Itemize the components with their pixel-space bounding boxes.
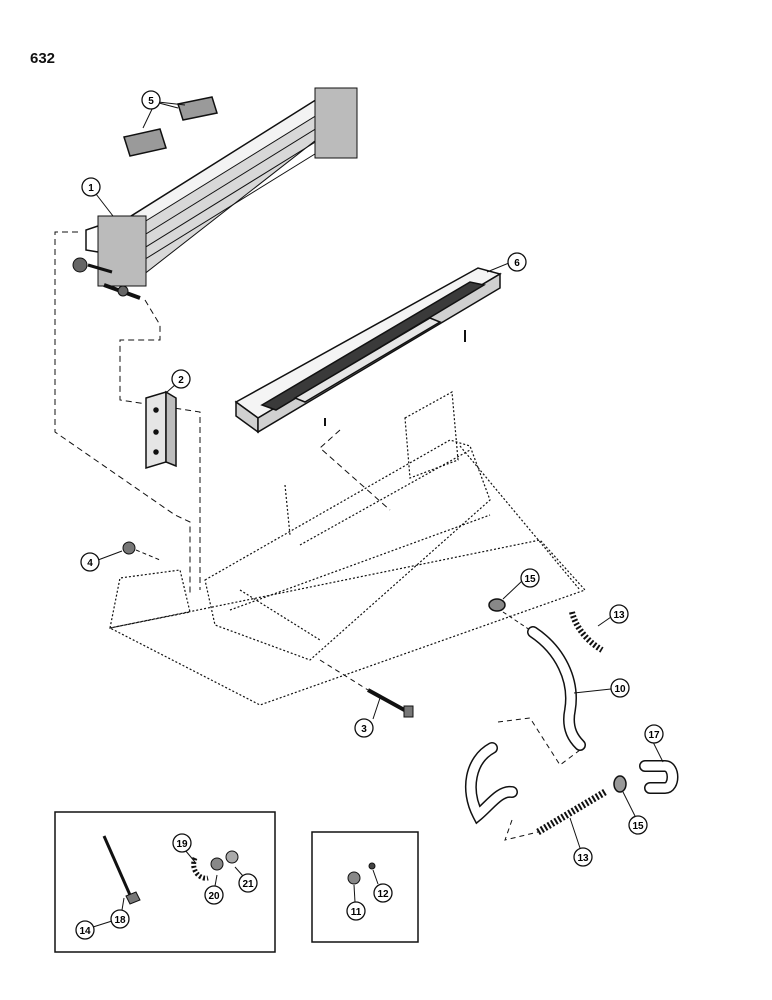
callout-14: 14 (75, 920, 113, 940)
svg-text:14: 14 (79, 926, 91, 937)
callout-6: 6 (486, 252, 527, 273)
heater-core-part (72, 87, 358, 300)
clamp-part (488, 598, 506, 612)
assembly-line (497, 717, 581, 766)
callout-1: 1 (81, 177, 114, 217)
assembly-line (504, 819, 539, 841)
callout-15: 15 (502, 568, 540, 600)
u-hose-part (639, 760, 679, 794)
callout-17: 17 (644, 724, 664, 763)
callout-18: 18 (110, 897, 130, 929)
callout-13: 13 (597, 604, 629, 627)
svg-text:5: 5 (148, 96, 154, 107)
clamp-part (613, 775, 627, 793)
svg-text:3: 3 (361, 724, 367, 735)
svg-text:13: 13 (577, 853, 589, 864)
hose-part (536, 788, 607, 836)
inset-bolt-part (102, 835, 141, 905)
callout-4: 4 (80, 550, 123, 572)
bracket-part (145, 390, 177, 470)
callout-21: 21 (234, 866, 258, 893)
svg-text:11: 11 (351, 907, 362, 918)
svg-text:19: 19 (176, 839, 188, 850)
pad-part (123, 96, 218, 157)
svg-text:1: 1 (88, 183, 94, 194)
callout-20: 20 (204, 874, 224, 905)
inset-hardware-part (191, 850, 239, 881)
hose-part (569, 611, 604, 653)
assembly-line (319, 429, 391, 511)
hose-part (464, 742, 518, 825)
callout-3: 3 (354, 697, 381, 738)
frame-part (108, 391, 587, 706)
svg-text:20: 20 (208, 891, 220, 902)
inset-box (54, 811, 276, 953)
assembly-line (502, 611, 531, 631)
callout-12: 12 (372, 869, 393, 903)
svg-text:21: 21 (242, 879, 254, 890)
assembly-line (54, 231, 201, 595)
inset-nut-part (347, 871, 361, 885)
svg-text:15: 15 (524, 574, 536, 585)
svg-text:6: 6 (514, 258, 520, 269)
svg-text:2: 2 (178, 375, 184, 386)
callout-19: 19 (172, 833, 196, 863)
tray-part (234, 267, 502, 434)
inset-box (311, 831, 419, 943)
svg-text:17: 17 (648, 730, 660, 741)
callout-11: 11 (346, 884, 366, 921)
svg-text:12: 12 (377, 889, 389, 900)
inset-screw-part (368, 862, 376, 870)
svg-text:15: 15 (632, 821, 644, 832)
bolt-part (319, 659, 414, 718)
svg-text:10: 10 (614, 684, 626, 695)
svg-text:18: 18 (114, 915, 126, 926)
callout-10: 10 (573, 678, 630, 698)
callout-15: 15 (622, 791, 648, 835)
nut-part (122, 541, 161, 561)
svg-text:13: 13 (613, 610, 625, 621)
callout-13: 13 (569, 817, 593, 867)
callout-5: 5 (141, 90, 179, 110)
page-number: 632 (30, 50, 56, 67)
svg-text:4: 4 (87, 558, 93, 569)
hose-part (527, 626, 586, 751)
callout-2: 2 (166, 369, 191, 393)
